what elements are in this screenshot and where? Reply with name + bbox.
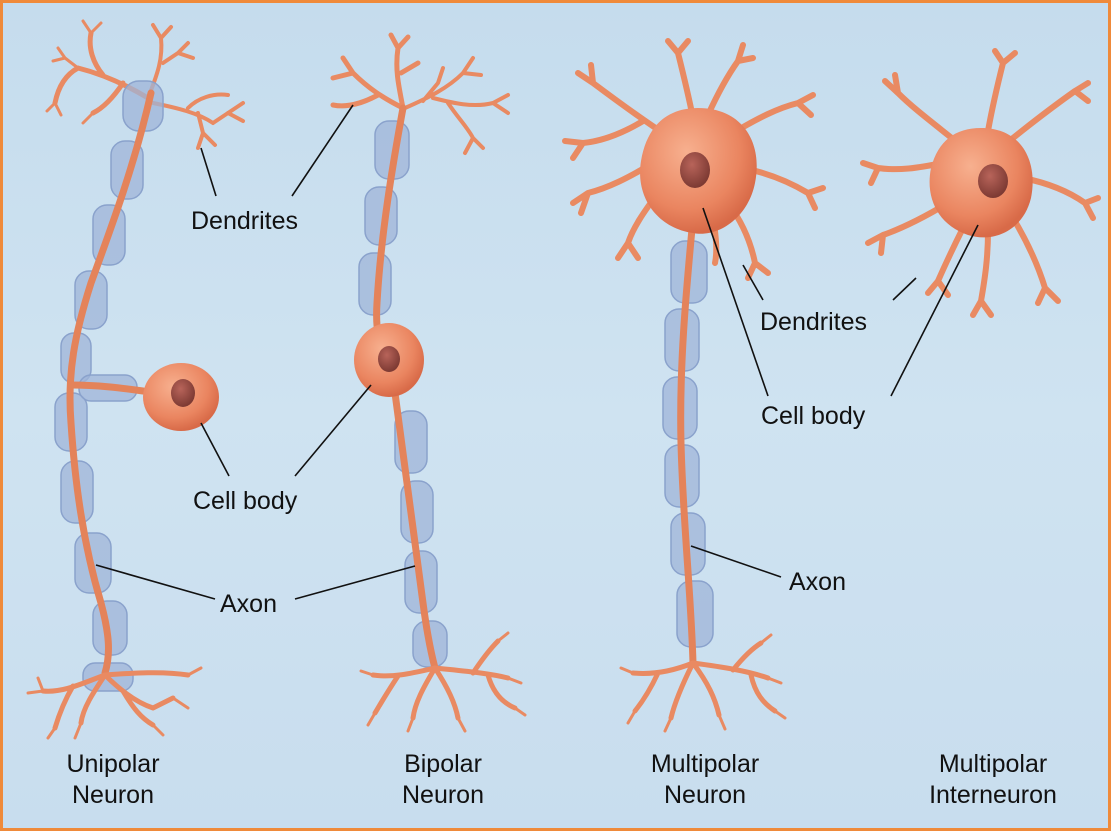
neuron-illustration <box>26 19 1101 740</box>
leader-lines <box>95 104 979 600</box>
caption-interneuron-line1: Multipolar <box>938 750 1048 778</box>
bipolar-cell-body <box>354 323 424 397</box>
interneuron <box>860 48 1101 318</box>
multipolar-cell-body <box>640 108 757 234</box>
leader-interneuron-dendrites <box>892 277 917 301</box>
unipolar-cell-stalk <box>67 381 147 395</box>
multipolar-terminal-branches <box>619 633 787 733</box>
unipolar-axon <box>66 89 155 677</box>
multipolar-neuron <box>562 38 826 733</box>
leader-multipolar-axon <box>690 545 782 578</box>
leader-bipolar-cell-body <box>294 384 372 477</box>
label-cell-body-left: Cell body <box>193 487 298 515</box>
label-dendrites-right: Dendrites <box>760 308 867 336</box>
label-dendrites-left: Dendrites <box>191 207 298 235</box>
leader-interneuron-cell-body <box>890 224 979 397</box>
leader-multipolar-dendrites <box>742 264 764 301</box>
unipolar-cell-body <box>143 363 219 431</box>
leader-unipolar-cell-body <box>200 422 230 477</box>
caption-bipolar-line2: Neuron <box>402 781 484 809</box>
interneuron-cell-body <box>929 128 1033 238</box>
unipolar-neuron <box>26 19 245 740</box>
unipolar-terminal-branches <box>26 666 203 740</box>
unipolar-top-dendrites <box>45 19 245 150</box>
label-cell-body-right: Cell body <box>761 402 866 430</box>
leader-unipolar-axon <box>95 564 216 600</box>
interneuron-dendrites <box>860 48 1101 318</box>
bipolar-dendrites <box>330 32 510 155</box>
bipolar-terminal-branches <box>359 631 527 733</box>
bipolar-neuron <box>330 32 527 733</box>
caption-multipolar: Multipolar Neuron <box>630 749 780 811</box>
bipolar-myelin-sheaths <box>358 120 448 668</box>
leader-unipolar-dendrites <box>200 147 217 197</box>
caption-unipolar: Unipolar Neuron <box>43 749 183 811</box>
caption-unipolar-line1: Unipolar <box>66 750 160 778</box>
leader-multipolar-cell-body <box>702 207 769 397</box>
multipolar-axon <box>677 214 697 667</box>
label-axon-left: Axon <box>220 590 277 618</box>
caption-multipolar-line1: Multipolar <box>650 750 760 778</box>
caption-multipolar-line2: Neuron <box>664 781 746 809</box>
caption-bipolar: Bipolar Neuron <box>373 749 513 811</box>
caption-bipolar-line1: Bipolar <box>404 750 482 778</box>
caption-interneuron: Multipolar Interneuron <box>908 749 1078 811</box>
leader-bipolar-dendrites <box>291 104 354 197</box>
caption-interneuron-line2: Interneuron <box>929 781 1057 809</box>
caption-unipolar-line2: Neuron <box>72 781 154 809</box>
multipolar-dendrites <box>562 38 826 281</box>
leader-bipolar-axon <box>294 565 416 600</box>
label-axon-right: Axon <box>789 568 846 596</box>
